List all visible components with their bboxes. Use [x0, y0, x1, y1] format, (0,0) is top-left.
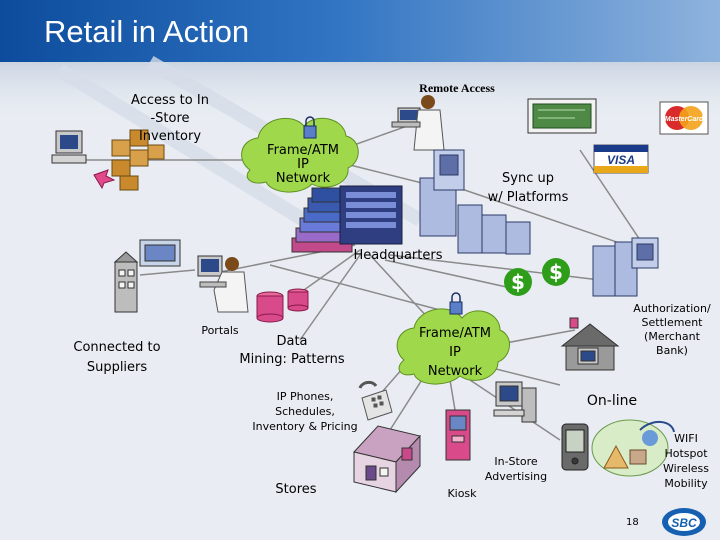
- ip-phone-icon: [358, 380, 393, 421]
- headquarters-server-stack-icon: [291, 185, 403, 253]
- label-in-store-1: In-Store: [494, 455, 537, 468]
- cloud-middle: [396, 308, 510, 385]
- card-reader-icon: [527, 98, 597, 134]
- portals-user-icon: [197, 255, 249, 313]
- label-ip-phones-2: Schedules,: [275, 405, 335, 418]
- label-authorization-3: (Merchant: [644, 330, 701, 343]
- inventory-computer-icon: [51, 130, 87, 164]
- label-ip-phones-3: Inventory & Pricing: [252, 420, 357, 433]
- visa-text: VISA: [607, 153, 635, 167]
- supplier-facility-icon: [113, 239, 181, 313]
- label-frame-mid-1: Frame/ATM: [419, 326, 491, 341]
- label-headquarters: Headquarters: [353, 248, 442, 263]
- money-icons: $ $: [504, 258, 570, 296]
- inventory-arrow-icon: [93, 169, 116, 190]
- label-connected-1: Connected to: [73, 340, 160, 355]
- label-frame-top-3: Network: [276, 171, 331, 186]
- sbc-logo-icon: SBC: [662, 508, 706, 536]
- mastercard-text: MasterCard: [665, 116, 704, 123]
- wifi-hotspot-icon: [591, 419, 675, 477]
- page-number: 18: [626, 517, 639, 528]
- sync-servers-icon: [419, 149, 531, 255]
- label-wifi-1: WIFI: [674, 432, 698, 445]
- label-authorization-1: Authorization/: [633, 302, 711, 315]
- store-building-icon: [353, 425, 421, 494]
- online-computer-icon: [493, 381, 537, 423]
- online-store-icon: [560, 317, 620, 371]
- security-lock-icon-2: [449, 292, 463, 315]
- label-wifi-4: Mobility: [664, 477, 708, 490]
- label-data-mining-2: Mining: Patterns: [239, 352, 344, 367]
- label-data-mining-1: Data: [276, 334, 307, 349]
- dollar-sign-1: $: [511, 270, 525, 294]
- label-wifi-3: Wireless: [663, 462, 709, 475]
- label-access-inventory-1: Access to In: [131, 93, 209, 108]
- label-in-store-2: Advertising: [485, 470, 547, 483]
- pda-device-icon: [561, 423, 589, 471]
- label-sync-1: Sync up: [502, 171, 554, 186]
- security-lock-icon: [303, 116, 317, 139]
- mastercard-logo-icon: MasterCard: [659, 101, 709, 135]
- label-remote-access: Remote Access: [419, 81, 495, 95]
- label-portals: Portals: [201, 324, 239, 337]
- label-kiosk: Kiosk: [447, 487, 477, 500]
- label-authorization-4: Bank): [656, 344, 688, 357]
- label-access-inventory-3: Inventory: [139, 129, 201, 144]
- inventory-boxes-icon: [111, 129, 165, 191]
- database-icons: [256, 288, 309, 323]
- label-stores: Stores: [275, 482, 316, 497]
- label-sync-2: w/ Platforms: [488, 190, 569, 205]
- label-authorization-2: Settlement: [642, 316, 704, 329]
- label-frame-top-1: Frame/ATM: [267, 143, 339, 158]
- title-bar: [0, 0, 720, 62]
- kiosk-icon: [445, 409, 471, 461]
- label-frame-mid-3: Network: [428, 364, 483, 379]
- sbc-logo-text: SBC: [671, 516, 697, 530]
- cloud-top: [241, 117, 359, 193]
- slide-title: Retail in Action: [44, 14, 250, 49]
- label-ip-phones-1: IP Phones,: [277, 390, 334, 403]
- label-online: On-line: [587, 393, 637, 409]
- visa-logo-icon: VISA: [593, 144, 649, 174]
- label-frame-mid-2: IP: [449, 345, 461, 360]
- label-access-inventory-2: -Store: [150, 111, 189, 126]
- dollar-sign-2: $: [549, 260, 563, 284]
- remote-user-icon: [391, 95, 445, 151]
- merchant-bank-servers-icon: [592, 237, 659, 297]
- label-frame-top-2: IP: [297, 157, 309, 172]
- diagram-labels: Remote Access Access to In -Store Invent…: [73, 81, 711, 500]
- label-wifi-2: Hotspot: [664, 447, 708, 460]
- label-connected-2: Suppliers: [87, 360, 148, 375]
